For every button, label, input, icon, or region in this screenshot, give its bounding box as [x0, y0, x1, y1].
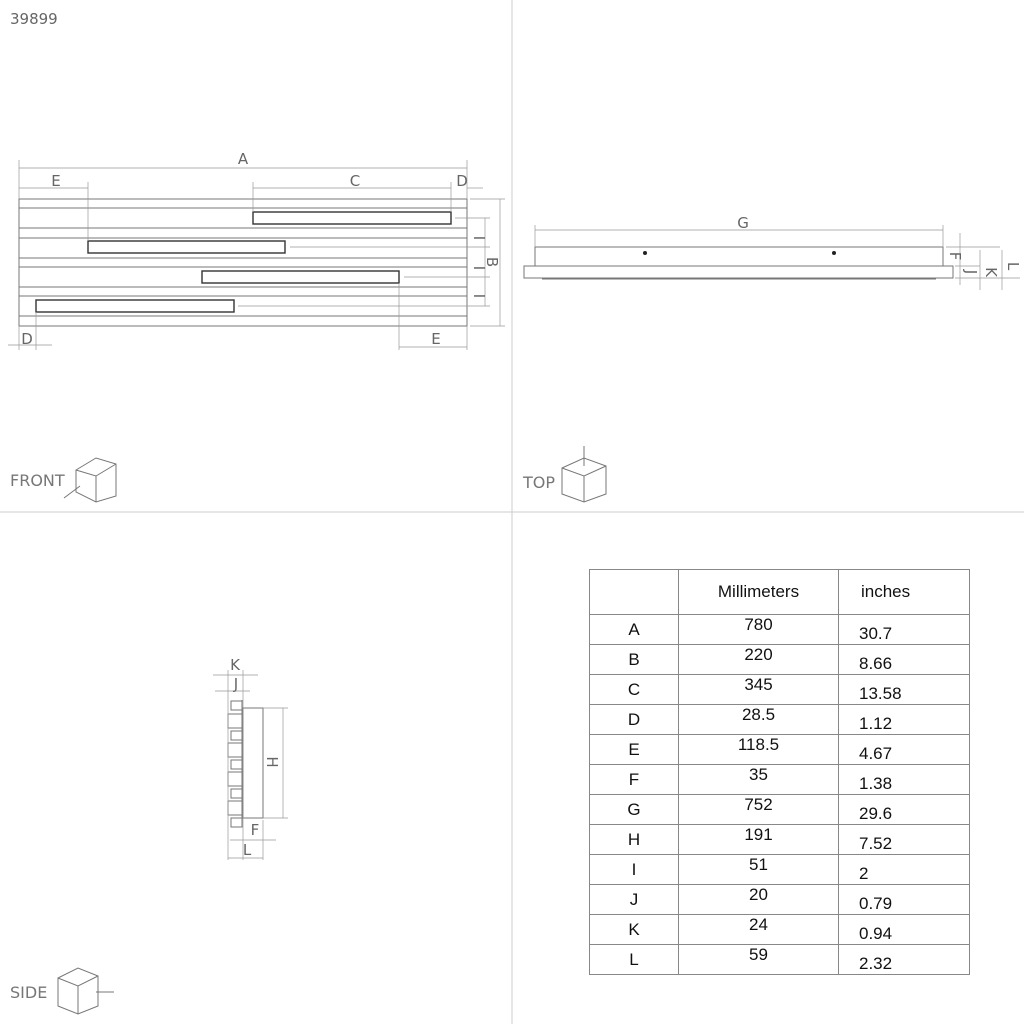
row-key: L	[589, 944, 679, 975]
dim-d-label-2: D	[21, 330, 33, 348]
row-millimeters: 28.5	[678, 704, 839, 735]
dim-k-label-side: K	[230, 656, 241, 674]
row-millimeters: 191	[678, 824, 839, 855]
cube-top-icon	[561, 446, 607, 503]
row-key: K	[589, 914, 679, 945]
top-view-label: TOP	[522, 473, 555, 492]
led-bar-2	[87, 240, 286, 254]
row-millimeters: 20	[678, 884, 839, 915]
row-key: J	[589, 884, 679, 915]
dim-d-label: D	[456, 172, 468, 190]
row-millimeters: 118.5	[678, 734, 839, 765]
led-bar-1	[252, 211, 452, 225]
side-view: K J F L H	[213, 656, 288, 860]
row-inches: 1.12	[838, 704, 970, 735]
drawing-number: 39899	[10, 10, 58, 28]
row-key: A	[589, 614, 679, 645]
row-key: E	[589, 734, 679, 765]
row-millimeters: 752	[678, 794, 839, 825]
row-inches: 7.52	[838, 824, 970, 855]
header-millimeters: Millimeters	[678, 569, 839, 615]
dim-h-label-side: H	[263, 756, 281, 767]
row-key: D	[589, 704, 679, 735]
row-inches: 2	[838, 854, 970, 885]
header-inches: inches	[838, 569, 970, 615]
row-millimeters: 780	[678, 614, 839, 645]
dim-e-label: E	[51, 172, 60, 190]
row-millimeters: 35	[678, 764, 839, 795]
dim-i-label-2: I	[470, 266, 488, 270]
dim-j-label-side: J	[233, 675, 238, 693]
row-millimeters: 51	[678, 854, 839, 885]
row-key: H	[589, 824, 679, 855]
row-inches: 0.94	[838, 914, 970, 945]
led-bar-3	[201, 270, 400, 284]
row-inches: 13.58	[838, 674, 970, 705]
row-millimeters: 345	[678, 674, 839, 705]
dim-j-label: J	[962, 269, 980, 274]
dim-f-label-side: F	[251, 821, 260, 839]
row-inches: 29.6	[838, 794, 970, 825]
dim-a-label: A	[238, 150, 249, 168]
dim-c-label: C	[350, 172, 360, 190]
side-view-label: SIDE	[10, 983, 47, 1002]
row-key: F	[589, 764, 679, 795]
row-inches: 2.32	[838, 944, 970, 975]
dim-i-label-3: I	[470, 294, 488, 298]
led-bar-4	[35, 299, 235, 313]
dim-e-label-2: E	[431, 330, 440, 348]
row-millimeters: 59	[678, 944, 839, 975]
row-key: B	[589, 644, 679, 675]
row-millimeters: 220	[678, 644, 839, 675]
cube-side-icon	[57, 967, 114, 1015]
row-inches: 30.7	[838, 614, 970, 645]
dim-i-label-1: I	[470, 236, 488, 240]
row-key: G	[589, 794, 679, 825]
row-key: I	[589, 854, 679, 885]
table-header-row: Millimeters inches	[589, 569, 970, 615]
dim-g-label: G	[737, 214, 749, 232]
row-key: C	[589, 674, 679, 705]
dim-b-label: B	[483, 257, 501, 267]
dim-l-label: L	[1004, 262, 1022, 271]
cube-front-icon	[63, 457, 117, 503]
row-inches: 0.79	[838, 884, 970, 915]
dim-k-label: K	[982, 267, 1000, 278]
front-view: A E C D D E B I I I	[8, 150, 505, 350]
front-view-label: FRONT	[10, 471, 65, 490]
dim-l-label-side: L	[243, 841, 252, 859]
row-inches: 8.66	[838, 644, 970, 675]
row-millimeters: 24	[678, 914, 839, 945]
header-key	[589, 569, 679, 615]
dim-f-label: F	[946, 252, 964, 261]
row-inches: 4.67	[838, 734, 970, 765]
row-inches: 1.38	[838, 764, 970, 795]
top-view: G F J K L	[523, 214, 1022, 290]
